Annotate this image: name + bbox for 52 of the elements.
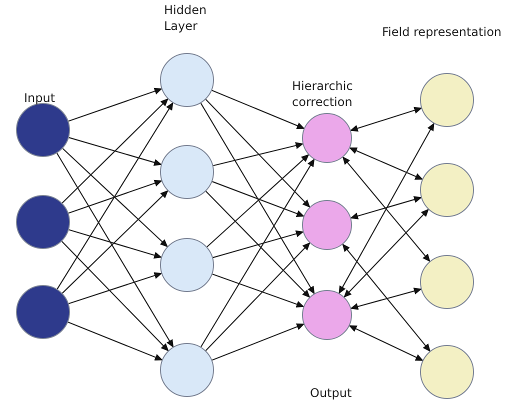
arrow bbox=[350, 288, 422, 310]
arrow bbox=[348, 325, 424, 361]
arrow bbox=[342, 244, 431, 352]
circle-node bbox=[420, 163, 474, 217]
circle-node bbox=[302, 113, 352, 163]
circle-node bbox=[160, 53, 214, 107]
arrow bbox=[350, 196, 422, 220]
arrow bbox=[212, 90, 305, 129]
arrow bbox=[62, 148, 168, 248]
arrow bbox=[212, 274, 304, 308]
arrow bbox=[212, 230, 304, 258]
circle-node bbox=[420, 73, 474, 127]
circle-node bbox=[16, 195, 70, 249]
layer-label: Output bbox=[310, 385, 353, 401]
arrow bbox=[205, 99, 310, 208]
circle-node bbox=[420, 345, 474, 399]
layer-label: Hidden Layer bbox=[164, 2, 208, 34]
arrow bbox=[350, 106, 422, 132]
circle-node bbox=[16, 103, 70, 157]
arrow bbox=[68, 322, 163, 361]
arrow bbox=[68, 137, 162, 166]
circle-node bbox=[160, 145, 214, 199]
arrow bbox=[61, 240, 169, 352]
arrow bbox=[68, 88, 162, 122]
arrow bbox=[62, 98, 168, 204]
arrow bbox=[68, 180, 162, 214]
arrow bbox=[349, 147, 424, 180]
arrow bbox=[206, 154, 310, 248]
arrow bbox=[206, 190, 310, 298]
arrow bbox=[200, 158, 315, 348]
arrow bbox=[212, 323, 305, 361]
circle-node bbox=[160, 343, 214, 397]
layer-label: Field representation bbox=[382, 24, 503, 40]
circle-node bbox=[302, 200, 352, 250]
circle-node bbox=[16, 285, 70, 339]
circle-node bbox=[160, 238, 214, 292]
arrow bbox=[62, 190, 168, 294]
arrow bbox=[56, 152, 174, 348]
arrow bbox=[212, 181, 305, 217]
arrow bbox=[205, 242, 310, 351]
circle-node bbox=[302, 290, 352, 340]
arrow bbox=[56, 102, 174, 290]
arrow bbox=[68, 229, 162, 259]
arrow bbox=[342, 156, 430, 262]
arrow bbox=[338, 122, 434, 294]
arrow bbox=[200, 102, 315, 294]
arrow bbox=[213, 142, 304, 166]
arrow bbox=[68, 272, 162, 304]
circle-node bbox=[420, 255, 474, 309]
layer-label: Hierarchic correction bbox=[292, 78, 354, 110]
layer-label: Input bbox=[24, 90, 56, 106]
arrow bbox=[344, 208, 429, 298]
